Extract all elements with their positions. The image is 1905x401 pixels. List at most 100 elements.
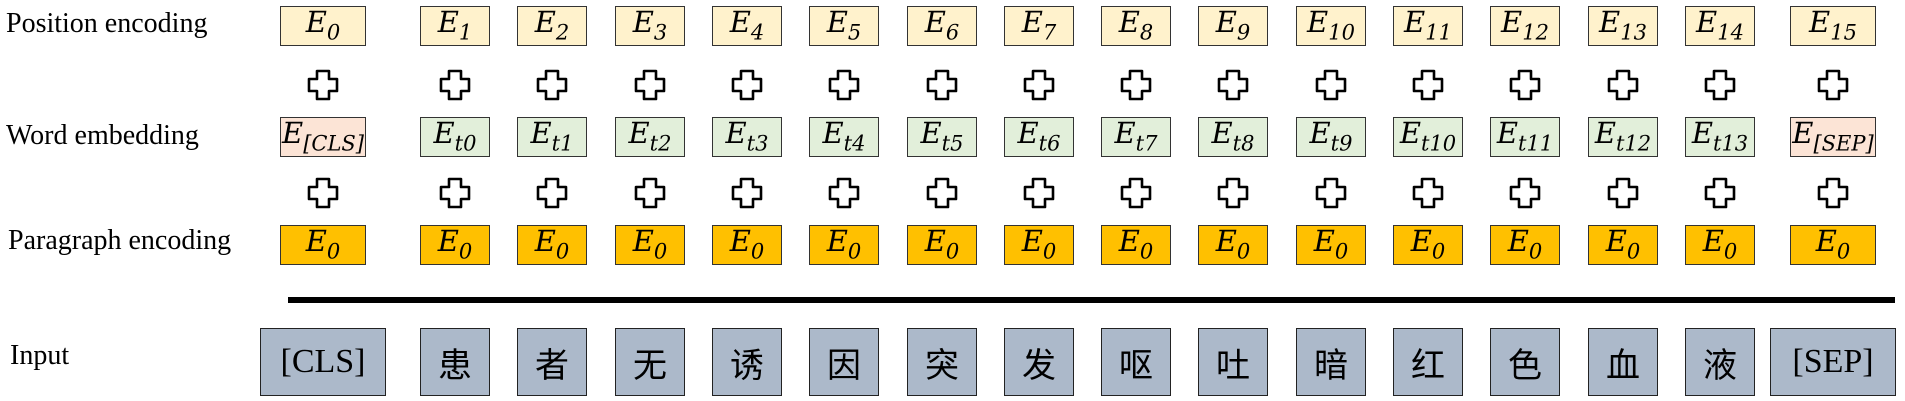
position-embedding-12-text: E12 (1501, 6, 1549, 45)
paragraph-encoding-0: E0 (280, 225, 366, 265)
paragraph-encoding-10-text: E0 (1313, 225, 1349, 264)
plus-icon (307, 69, 339, 101)
word-embedding-0: E[CLS] (280, 117, 366, 157)
word-embedding-9: Et8 (1198, 117, 1268, 157)
word-embedding-6-text: Et5 (920, 117, 964, 156)
position-embedding-2: E2 (517, 6, 587, 46)
word-embedding-13: Et12 (1588, 117, 1658, 157)
word-embedding-11-text: Et10 (1399, 117, 1457, 156)
paragraph-encoding-7: E0 (1004, 225, 1074, 265)
plus-icon (926, 69, 957, 101)
paragraph-encoding-13-text: E0 (1605, 225, 1641, 264)
plus-icon (1704, 69, 1736, 101)
word-embedding-14-text: Et13 (1691, 117, 1749, 156)
paragraph-encoding-3-text: E0 (632, 225, 668, 264)
word-embedding-12-text: Et11 (1496, 117, 1554, 156)
word-embedding-10-text: Et9 (1309, 117, 1353, 156)
paragraph-encoding-13: E0 (1588, 225, 1658, 265)
position-embedding-4-text: E4 (729, 6, 765, 45)
input-token-2: 者 (517, 328, 587, 396)
paragraph-encoding-label: Paragraph encoding (8, 225, 232, 256)
paragraph-encoding-0-text: E0 (305, 225, 341, 264)
plus-icon (634, 177, 665, 209)
position-embedding-15-text: E15 (1809, 6, 1857, 45)
word-embedding-8: Et7 (1101, 117, 1171, 157)
input-token-1: 患 (420, 328, 490, 396)
paragraph-encoding-3: E0 (615, 225, 685, 265)
position-embedding-8-text: E8 (1118, 6, 1154, 45)
word-embedding-12: Et11 (1490, 117, 1560, 157)
position-embedding-9-text: E9 (1215, 6, 1251, 45)
word-embedding-3: Et2 (615, 117, 685, 157)
position-embedding-2-text: E2 (534, 6, 570, 45)
paragraph-encoding-11-text: E0 (1410, 225, 1446, 264)
paragraph-encoding-14-text: E0 (1702, 225, 1738, 264)
position-embedding-10: E10 (1296, 6, 1366, 46)
word-embedding-10: Et9 (1296, 117, 1366, 157)
position-embedding-1-text: E1 (437, 6, 473, 45)
input-token-4: 诱 (712, 328, 782, 396)
plus-icon (731, 69, 763, 101)
input-token-13: 血 (1588, 328, 1658, 396)
position-embedding-12: E12 (1490, 6, 1560, 46)
position-embedding-13-text: E13 (1599, 6, 1647, 45)
word-embedding-2-text: Et1 (530, 117, 574, 156)
input-token-5: 因 (809, 328, 879, 396)
word-embedding-5-text: Et4 (822, 117, 866, 156)
paragraph-encoding-4-text: E0 (729, 225, 765, 264)
paragraph-encoding-11: E0 (1393, 225, 1463, 265)
paragraph-encoding-7-text: E0 (1021, 225, 1057, 264)
position-embedding-0: E0 (280, 6, 366, 46)
paragraph-encoding-1-text: E0 (437, 225, 473, 264)
position-embedding-5-text: E5 (826, 6, 862, 45)
word-embedding-3-text: Et2 (628, 117, 672, 156)
paragraph-encoding-6-text: E0 (924, 225, 960, 264)
paragraph-encoding-6: E0 (907, 225, 977, 265)
position-embedding-11-text: E11 (1404, 6, 1452, 45)
word-embedding-4-text: Et3 (725, 117, 769, 156)
position-embedding-7: E7 (1004, 6, 1074, 46)
plus-icon (439, 177, 471, 209)
input-token-15: [SEP] (1770, 328, 1896, 396)
position-embedding-4: E4 (712, 6, 782, 46)
plus-icon (828, 69, 860, 101)
input-token-11: 红 (1393, 328, 1463, 396)
plus-icon (1315, 177, 1346, 209)
paragraph-encoding-8-text: E0 (1118, 225, 1154, 264)
paragraph-encoding-12: E0 (1490, 225, 1560, 265)
word-embedding-6: Et5 (907, 117, 977, 157)
plus-icon (1817, 69, 1849, 101)
word-embedding-7-text: Et6 (1017, 117, 1061, 156)
position-embedding-3: E3 (615, 6, 685, 46)
plus-icon (307, 177, 339, 209)
input-token-12: 色 (1490, 328, 1560, 396)
position-embedding-3-text: E3 (632, 6, 668, 45)
plus-icon (1607, 69, 1638, 101)
plus-icon (1412, 177, 1444, 209)
position-embedding-10-text: E10 (1307, 6, 1355, 45)
paragraph-encoding-15-text: E0 (1815, 225, 1851, 264)
input-token-7: 发 (1004, 328, 1074, 396)
input-token-8: 呕 (1101, 328, 1171, 396)
plus-icon (1509, 177, 1541, 209)
paragraph-encoding-12-text: E0 (1507, 225, 1543, 264)
plus-icon (1315, 69, 1346, 101)
plus-icon (1120, 69, 1152, 101)
word-embedding-4: Et3 (712, 117, 782, 157)
word-embedding-1-text: Et0 (433, 117, 477, 156)
input-token-0: [CLS] (260, 328, 386, 396)
word-embedding-14: Et13 (1685, 117, 1755, 157)
plus-icon (1023, 69, 1055, 101)
word-embedding-0-text: E[CLS] (282, 117, 364, 156)
separator-line (288, 297, 1895, 303)
word-embedding-15: E[SEP] (1790, 117, 1876, 157)
plus-icon (1607, 177, 1638, 209)
plus-icon (731, 177, 763, 209)
plus-icon (439, 69, 471, 101)
paragraph-encoding-10: E0 (1296, 225, 1366, 265)
position-embedding-14: E14 (1685, 6, 1755, 46)
paragraph-encoding-15: E0 (1790, 225, 1876, 265)
position-embedding-6: E6 (907, 6, 977, 46)
paragraph-encoding-5: E0 (809, 225, 879, 265)
